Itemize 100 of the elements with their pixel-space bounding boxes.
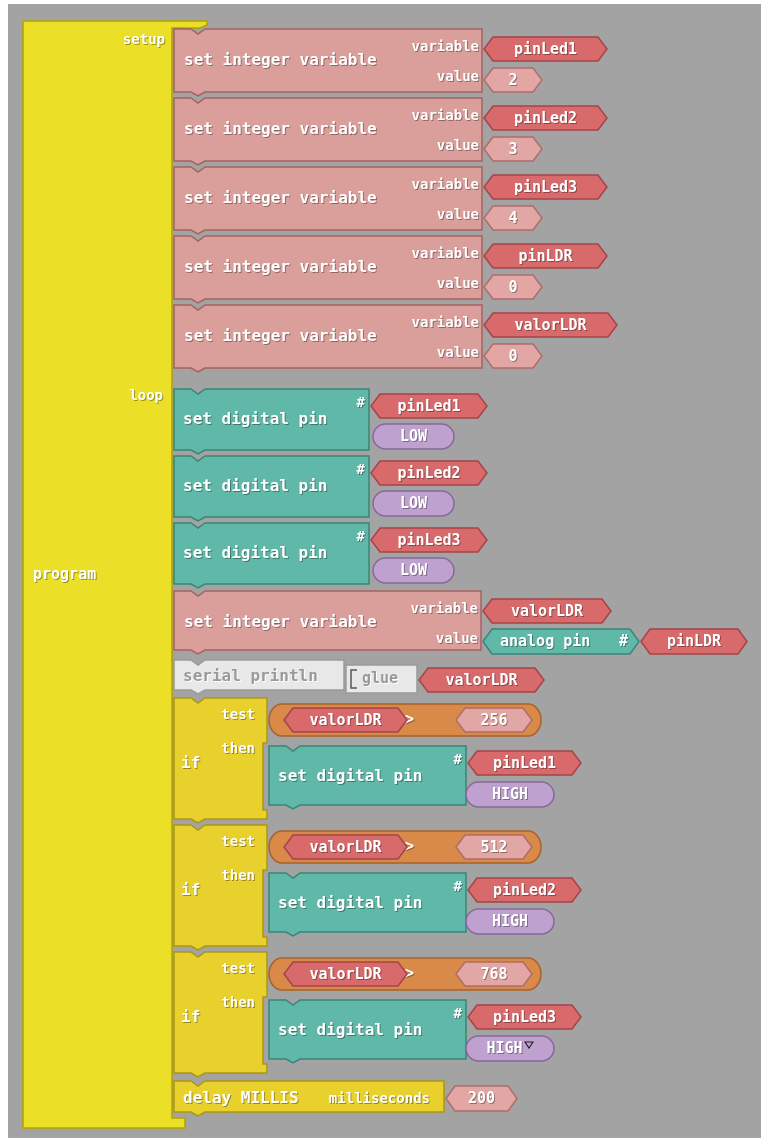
block-label: serial println xyxy=(183,668,318,684)
block-label: test xyxy=(221,707,255,721)
block-label: 0 xyxy=(508,279,518,295)
block-label: set integer variable xyxy=(184,52,377,68)
block-label: value xyxy=(436,138,479,152)
block-label: # xyxy=(453,752,462,766)
variable-block xyxy=(467,877,582,903)
constant-block xyxy=(372,423,455,450)
block-label: LOW xyxy=(399,563,428,578)
block-label: pinLed2 xyxy=(397,465,461,481)
block-label: # xyxy=(453,879,462,893)
if-block xyxy=(173,951,268,1078)
digital-write-block xyxy=(268,872,467,937)
variable-block xyxy=(467,1004,582,1030)
block-label: setup xyxy=(122,32,165,46)
block-label: value xyxy=(436,276,479,290)
block-label: if xyxy=(181,755,201,771)
block-label: HIGH xyxy=(486,1041,523,1056)
block-label: # xyxy=(618,634,628,649)
block-label: # xyxy=(356,462,365,476)
block-label: then xyxy=(221,741,255,755)
block-label: variable xyxy=(411,177,479,191)
block-label: set digital pin xyxy=(278,895,423,911)
block-label: set digital pin xyxy=(278,768,423,784)
set-variable-block xyxy=(173,304,483,373)
number-block xyxy=(455,707,533,733)
block-label: value xyxy=(436,69,479,83)
block-label: test xyxy=(221,961,255,975)
block-label: LOW xyxy=(399,429,428,444)
block-label: set digital pin xyxy=(183,478,328,494)
block-label: value xyxy=(435,631,478,645)
number-block xyxy=(455,834,533,860)
block-label: glue xyxy=(362,671,399,686)
variable-block xyxy=(370,527,488,553)
block-label: value xyxy=(436,207,479,221)
set-variable-block xyxy=(173,235,483,304)
block-label: set digital pin xyxy=(183,411,328,427)
block-label: pinLed3 xyxy=(513,179,578,195)
variable-block xyxy=(483,243,608,269)
block-label: 512 xyxy=(480,839,508,855)
block-label: pinLDR xyxy=(518,248,573,264)
block-label: pinLed1 xyxy=(397,398,461,414)
block-label: program xyxy=(33,567,97,582)
set-variable-block xyxy=(173,590,482,655)
constant-block xyxy=(372,490,455,517)
block-label: delay MILLIS xyxy=(183,1090,299,1106)
block-label: set integer variable xyxy=(184,328,377,344)
variable-block xyxy=(640,628,748,655)
variable-block xyxy=(483,36,608,62)
block-label: loop xyxy=(129,388,163,402)
block-label: set integer variable xyxy=(184,121,377,137)
block-label: pinLed1 xyxy=(513,41,578,57)
block-label: if xyxy=(181,882,201,898)
constant-block xyxy=(465,1035,555,1062)
block-label: valorLDR xyxy=(309,966,382,982)
variable-block xyxy=(418,667,545,693)
block-label: if xyxy=(181,1009,201,1025)
comparison-block xyxy=(268,703,542,737)
block-label: set integer variable xyxy=(184,190,377,206)
block-label: valorLDR xyxy=(309,712,382,728)
analog-read-block xyxy=(482,628,640,655)
if-block xyxy=(173,697,268,824)
variable-block xyxy=(467,750,582,776)
block-label: then xyxy=(221,995,255,1009)
block-label: pinLed1 xyxy=(492,755,557,771)
serial-print-block xyxy=(173,659,345,695)
block-label: valorLDR xyxy=(445,672,518,688)
block-label: set digital pin xyxy=(278,1022,423,1038)
variable-block xyxy=(370,393,488,419)
block-label: 2 xyxy=(508,72,518,88)
constant-block xyxy=(372,557,455,584)
block-label: variable xyxy=(411,315,479,329)
block-label: pinLed2 xyxy=(513,110,578,126)
variable-block xyxy=(482,598,612,624)
block-label: 200 xyxy=(467,1091,496,1106)
block-label: 4 xyxy=(508,210,518,226)
block-label: # xyxy=(453,1006,462,1020)
digital-write-block xyxy=(173,522,370,589)
variable-block xyxy=(370,460,488,486)
constant-block xyxy=(465,781,555,808)
block-label: # xyxy=(356,529,365,543)
if-block xyxy=(173,824,268,951)
block-label: pinLed3 xyxy=(492,1009,557,1025)
block-label: variable xyxy=(411,108,479,122)
block-label: pinLDR xyxy=(666,634,722,649)
block-label: set integer variable xyxy=(184,614,377,630)
digital-write-block xyxy=(268,745,467,810)
block-label: > xyxy=(405,712,415,727)
block-label: valorLDR xyxy=(510,603,584,619)
block-label: then xyxy=(221,868,255,882)
block-label: # xyxy=(356,395,365,409)
block-label: HIGH xyxy=(491,914,529,929)
block-label: set digital pin xyxy=(183,545,328,561)
glue-block xyxy=(345,664,418,694)
digital-write-block xyxy=(173,455,370,522)
comparison-block xyxy=(268,957,542,991)
variable-block xyxy=(483,312,618,338)
set-variable-block xyxy=(173,28,483,97)
block-label: variable xyxy=(411,39,479,53)
block-label: pinLed2 xyxy=(492,882,557,898)
